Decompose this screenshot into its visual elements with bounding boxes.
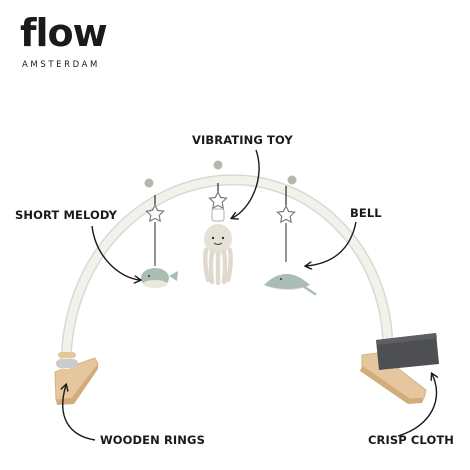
wooden-rings-stack [56,352,78,374]
arch-pompom-right [287,175,297,185]
arch-pompom-left [144,178,154,188]
label-crisp-cloth: CRISP CLOTH [368,433,454,447]
crisp-cloth [376,333,439,370]
arrow-short-melody [91,225,140,280]
label-vibrating-toy: VIBRATING TOY [192,133,293,147]
vibrating-toy-octopus [203,183,233,286]
label-short-melody: SHORT MELODY [15,208,118,222]
label-wooden-rings: WOODEN RINGS [100,433,205,447]
short-melody-toy [141,195,178,288]
brand-tagline: AMSTERDAM [22,60,100,70]
arch-pompom-middle [213,160,223,170]
label-bell: BELL [350,206,382,220]
arrow-crisp-cloth [397,374,437,437]
arrow-wooden-rings [63,385,96,441]
brand-logo-text: flow [20,11,108,55]
arrow-vibrating-toy [232,149,260,218]
arrow-bell [306,221,357,266]
bell-toy [264,186,317,296]
